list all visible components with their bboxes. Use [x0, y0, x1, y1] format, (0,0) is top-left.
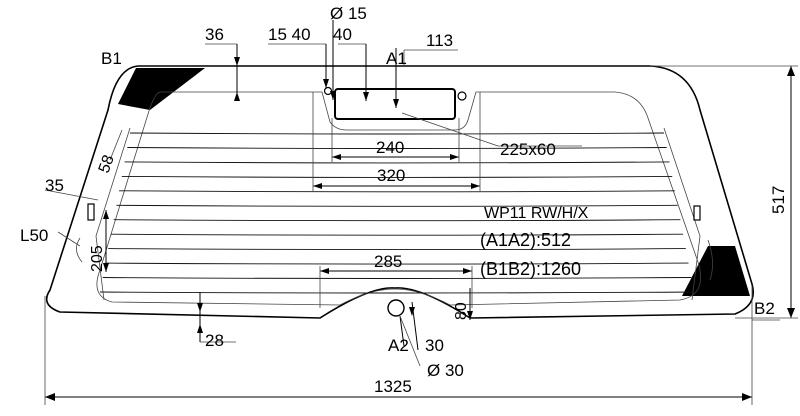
- arrow-15-40-bottom: [323, 79, 329, 88]
- heating-line: [110, 233, 684, 236]
- arrow-320-right: [471, 183, 480, 189]
- label-30: 30: [425, 336, 444, 355]
- arrow-36-top: [234, 57, 240, 66]
- arrow-28-bottom: [197, 324, 203, 333]
- label-517: 517: [769, 186, 788, 214]
- arrow-205-top: [103, 210, 109, 219]
- hole-top-right: [457, 91, 467, 101]
- arrow-28-top: [197, 303, 203, 312]
- leader-dia30: [399, 315, 421, 367]
- heating-grid: [99, 132, 695, 294]
- heating-line: [113, 219, 681, 222]
- heating-line: [124, 161, 670, 164]
- arrow-width-right: [742, 393, 752, 401]
- glass-inner-border: [96, 91, 702, 306]
- arrow-a1: [393, 99, 399, 108]
- label-28: 28: [205, 331, 224, 350]
- label-a2: A2: [388, 336, 409, 355]
- label-b1: B1: [101, 49, 122, 68]
- arrow-240-left: [332, 154, 341, 160]
- bus-bar-right: [663, 127, 701, 301]
- leader-225x60: [401, 112, 499, 147]
- terminal-right: [693, 205, 701, 221]
- corner-tab-bottom-right: [682, 246, 750, 296]
- arrow-205-bottom: [103, 263, 109, 272]
- label-205: 205: [89, 245, 106, 272]
- corner-tab-top-left: [118, 68, 205, 110]
- spec-a1a2: (A1A2):512: [480, 230, 571, 250]
- heating-line: [127, 147, 667, 149]
- arrow-285-right: [463, 268, 472, 274]
- label-dia30: Ø 30: [427, 361, 464, 380]
- arrow-80-bottom: [467, 311, 473, 320]
- label-80: 80: [453, 302, 470, 320]
- arrow-320-left: [313, 183, 322, 189]
- sensor-window: [334, 88, 456, 120]
- label-36: 36: [205, 25, 224, 44]
- arrow-height-bottom: [787, 308, 795, 318]
- label-1325: 1325: [374, 377, 412, 396]
- glass-outline: [45, 65, 754, 319]
- heating-line: [99, 291, 695, 294]
- hole-bottom: [387, 299, 405, 317]
- arrow-height-top: [787, 66, 795, 76]
- dim-line-a2: [399, 315, 405, 347]
- leader-35: [44, 189, 99, 201]
- arrow-40-bottom: [363, 92, 369, 101]
- label-225x60: 225x60: [500, 140, 556, 159]
- label-dia15: Ø 15: [330, 4, 367, 23]
- label-15-40: 15 40: [268, 25, 311, 44]
- arrow-285-left: [320, 268, 329, 274]
- heating-line: [108, 248, 686, 251]
- heating-line: [129, 132, 665, 135]
- heating-line: [119, 190, 675, 193]
- label-285: 285: [374, 252, 402, 271]
- radius-arc-right: [707, 239, 713, 281]
- heating-line: [102, 277, 692, 279]
- label-320: 320: [377, 166, 405, 185]
- label-58: 58: [96, 153, 118, 176]
- arrow-240-right: [450, 154, 459, 160]
- label-35: 35: [45, 176, 64, 195]
- label-240: 240: [376, 138, 404, 157]
- arrow-width-left: [45, 393, 55, 401]
- leader-l50: [57, 231, 81, 247]
- label-b2: B2: [754, 299, 775, 318]
- label-40: 40: [333, 25, 352, 44]
- arrow-36-bottom: [234, 92, 240, 101]
- label-a1: A1: [386, 49, 407, 68]
- heating-line: [121, 175, 673, 178]
- part-code: WP11 RW/H/X: [484, 205, 589, 222]
- heating-line: [105, 262, 689, 265]
- terminal-left: [87, 203, 95, 221]
- heating-line: [116, 204, 678, 207]
- arrow-dia15: [330, 91, 336, 100]
- bus-bar-left: [95, 127, 131, 301]
- arrow-30: [409, 307, 415, 316]
- label-113: 113: [426, 31, 453, 50]
- radius-arc-l50: [76, 237, 83, 263]
- leader-58: [109, 129, 123, 161]
- label-l50: L50: [20, 226, 48, 245]
- spec-b1b2: (B1B2):1260: [480, 259, 581, 279]
